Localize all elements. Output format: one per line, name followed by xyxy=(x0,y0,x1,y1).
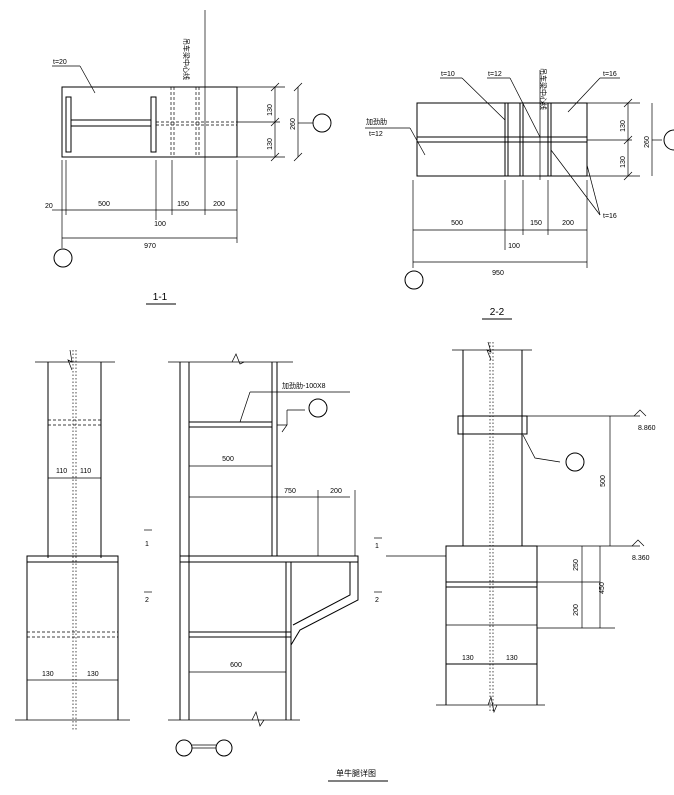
corbel-top-plate xyxy=(179,555,359,563)
dim-500: 500 xyxy=(451,220,463,227)
dim-130-bottom: 130 xyxy=(267,138,274,150)
plate-t12-label-left: t=12 xyxy=(369,131,383,138)
left-column-elevation: 110 110 130 130 xyxy=(15,349,130,730)
detail-bubble xyxy=(312,113,332,133)
axis-bubble-right xyxy=(215,739,233,757)
dim-250: 250 xyxy=(573,559,580,571)
dim-500: 500 xyxy=(600,475,607,487)
plate-t20-label: t=20 xyxy=(53,59,67,66)
section-mark-right-2: 2 xyxy=(375,597,379,604)
axis-bubble xyxy=(53,248,73,268)
dim-200: 200 xyxy=(330,488,342,495)
dim-260: 260 xyxy=(644,136,651,148)
dim-130-left: 130 xyxy=(462,655,474,662)
dim-130-left: 130 xyxy=(42,671,54,678)
dim-600: 600 xyxy=(230,662,242,669)
elevation-top: 8.860 xyxy=(638,425,656,432)
dim-130-right: 130 xyxy=(506,655,518,662)
plate-outline xyxy=(61,86,238,158)
section-title-2-2: 2-2 xyxy=(490,307,505,318)
dim-200: 200 xyxy=(562,220,574,227)
dim-500: 500 xyxy=(98,201,110,208)
dim-150: 150 xyxy=(177,201,189,208)
dim-970: 970 xyxy=(144,243,156,250)
dim-100: 100 xyxy=(508,243,520,250)
right-column-elevation: 8.860 130 130 8.360 500 250 200 450 xyxy=(386,341,656,714)
dim-150: 150 xyxy=(530,220,542,227)
dim-200: 200 xyxy=(573,604,580,616)
section-mark-right-1: 1 xyxy=(375,543,379,550)
h-flange-right xyxy=(150,96,157,153)
detail-bubble-partial xyxy=(663,129,674,151)
centerline-label: 吊车梁中心线 xyxy=(182,38,191,80)
drawing-title: 单牛腿详图 xyxy=(336,768,376,778)
section-2-2: 吊车梁中心线 t=10 t=12 t=16 加劲肋 t=12 t=16 130 … xyxy=(365,68,674,320)
dim-130-top: 130 xyxy=(620,120,627,132)
plate-outline xyxy=(416,102,588,177)
section-title-1-1: 1-1 xyxy=(153,292,168,303)
detail-bubble xyxy=(565,452,585,472)
dim-130-bottom: 130 xyxy=(620,156,627,168)
plate-t16-label-bottom: t=16 xyxy=(603,213,617,220)
axis-bubble-left xyxy=(175,739,193,757)
dim-750: 750 xyxy=(284,488,296,495)
h-web xyxy=(70,119,152,127)
dim-110-left: 110 xyxy=(56,468,67,475)
axis-bubble xyxy=(404,270,424,290)
dim-450: 450 xyxy=(599,582,606,594)
plate-t10-label: t=10 xyxy=(441,71,455,78)
dim-100: 100 xyxy=(154,221,166,228)
dim-110-right: 110 xyxy=(80,468,91,475)
dim-950: 950 xyxy=(492,270,504,277)
stiffener-label: 加劲肋 xyxy=(366,117,387,126)
section-mark-left-1: 1 xyxy=(145,541,149,548)
dim-500: 500 xyxy=(222,456,234,463)
plate-t16-label-top: t=16 xyxy=(603,71,617,78)
dim-260: 260 xyxy=(290,118,297,130)
section-mark-left-2: 2 xyxy=(145,597,149,604)
dim-200: 200 xyxy=(213,201,225,208)
dim-130-top: 130 xyxy=(267,104,274,116)
centerline-label: 吊车梁中心线 xyxy=(539,68,548,110)
elevation-bottom: 8.360 xyxy=(632,555,650,562)
detail-bubble xyxy=(308,398,328,418)
dim-130-right: 130 xyxy=(87,671,99,678)
plate-t12-label-top: t=12 xyxy=(488,71,502,78)
section-1-1: 吊车梁中心线 t=20 130 130 260 20 500 150 200 xyxy=(45,10,332,305)
corbel-bracket xyxy=(457,415,528,435)
middle-elevation: 加劲肋-100X8 500 750 200 600 1 2 1 2 xyxy=(144,353,382,757)
stiffener-label: 加劲肋-100X8 xyxy=(282,381,326,390)
h-flange-left xyxy=(65,96,72,153)
dim-20: 20 xyxy=(45,203,53,210)
